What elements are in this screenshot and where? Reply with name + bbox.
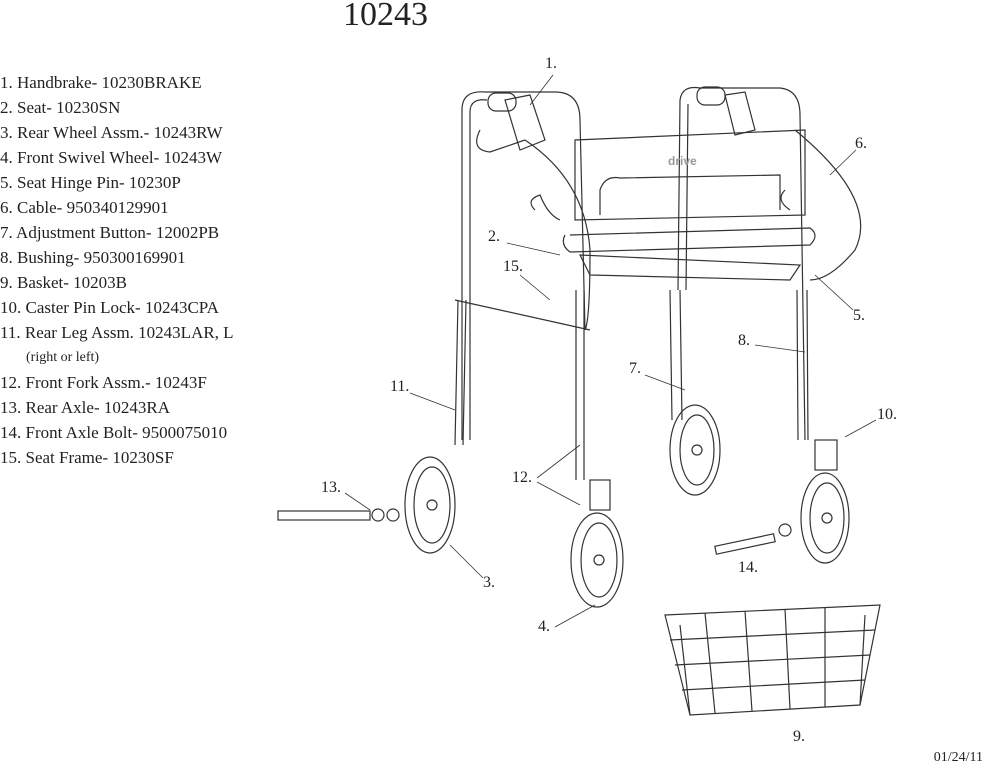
right-frame bbox=[677, 86, 809, 441]
seat-backrest: drive bbox=[574, 129, 806, 221]
part-item: 1. Handbrake- 10230BRAKE bbox=[0, 73, 202, 92]
callout-15: 15. bbox=[503, 258, 523, 275]
callout-11: 11. bbox=[390, 378, 410, 395]
part-item: 4. Front Swivel Wheel- 10243W bbox=[0, 148, 223, 167]
parts-list: 1. Handbrake- 10230BRAKE 2. Seat- 10230S… bbox=[0, 70, 234, 470]
callout-14: 14. bbox=[738, 559, 758, 576]
revision-date: 01/24/11 bbox=[933, 750, 983, 765]
leader-lines bbox=[344, 74, 877, 628]
basket bbox=[664, 604, 881, 716]
front-wheel-right bbox=[669, 404, 721, 496]
part-item: 5. Seat Hinge Pin- 10230P bbox=[0, 173, 181, 192]
part-item: 11. Rear Leg Assm. 10243LAR, L bbox=[0, 323, 234, 342]
callout-7: 7. bbox=[629, 360, 641, 377]
front-legs bbox=[575, 289, 683, 480]
callout-4: 4. bbox=[538, 618, 550, 635]
callout-8: 8. bbox=[738, 332, 750, 349]
callout-5: 5. bbox=[853, 307, 865, 324]
part-item: 7. Adjustment Button- 12002PB bbox=[0, 223, 220, 242]
part-item: 2. Seat- 10230SN bbox=[0, 98, 121, 117]
brake-cable bbox=[794, 129, 862, 281]
rear-wheel-left bbox=[404, 456, 456, 554]
callout-2: 2. bbox=[488, 228, 500, 245]
rear-axle bbox=[277, 508, 400, 522]
part-item: 6. Cable- 950340129901 bbox=[0, 198, 169, 217]
front-axle-bolt bbox=[714, 523, 792, 555]
part-item: 3. Rear Wheel Assm.- 10243RW bbox=[0, 123, 223, 142]
drive-logo: drive bbox=[668, 154, 697, 168]
callout-3: 3. bbox=[483, 574, 495, 591]
left-frame bbox=[454, 91, 591, 446]
part-item: 8. Bushing- 950300169901 bbox=[0, 248, 186, 267]
part-item: 10. Caster Pin Lock- 10243CPA bbox=[0, 298, 219, 317]
part-item: 15. Seat Frame- 10230SF bbox=[0, 448, 174, 467]
callout-9: 9. bbox=[793, 728, 805, 745]
part-item: 9. Basket- 10203B bbox=[0, 273, 128, 292]
callout-10: 10. bbox=[877, 406, 897, 423]
seat bbox=[530, 189, 816, 281]
part-note: (right or left) bbox=[26, 350, 100, 365]
part-item: 14. Front Axle Bolt- 9500075010 bbox=[0, 423, 228, 442]
callout-12: 12. bbox=[512, 469, 532, 486]
front-wheel-left bbox=[570, 479, 624, 608]
callout-6: 6. bbox=[855, 135, 867, 152]
brake-cable bbox=[524, 139, 591, 331]
rear-wheel-right bbox=[800, 439, 850, 564]
callout-13: 13. bbox=[321, 479, 341, 496]
part-item: 13. Rear Axle- 10243RA bbox=[0, 398, 170, 417]
page-title: 10243 bbox=[343, 0, 428, 33]
callout-1: 1. bbox=[545, 55, 557, 72]
part-item: 12. Front Fork Assm.- 10243F bbox=[0, 373, 207, 392]
